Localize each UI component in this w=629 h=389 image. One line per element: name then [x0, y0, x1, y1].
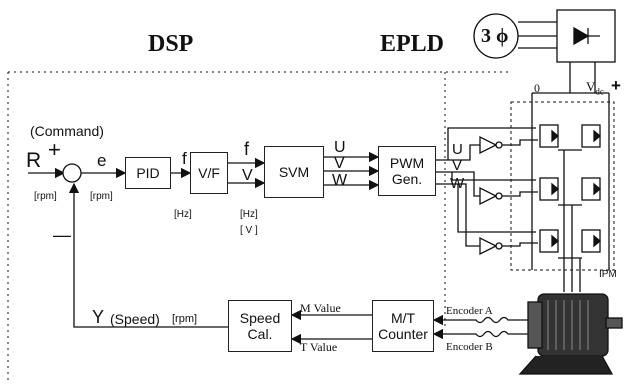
ipm-border — [510, 101, 615, 271]
speed-unit: [rpm] — [172, 313, 198, 325]
vdc-plus: + — [611, 76, 621, 95]
speed-label: (Speed) — [110, 311, 160, 327]
gate-driver-1 — [479, 135, 498, 155]
f-unit-2: [Hz] — [240, 209, 258, 220]
encoder-a-label: Encoder A — [446, 305, 493, 317]
three-phase-source — [473, 13, 519, 59]
w-out-signal: W — [450, 175, 465, 192]
pid-block: PID — [125, 157, 171, 189]
encoder-b-label: Encoder B — [446, 341, 493, 353]
pwm-u-top — [447, 127, 536, 160]
encoder-b-line — [432, 328, 528, 340]
summing-junction — [62, 163, 82, 183]
e-label: e — [97, 151, 107, 170]
plus-sign: + — [48, 137, 61, 162]
v-unit-2: [ V ] — [240, 225, 258, 236]
speed-feedback-line — [68, 182, 228, 328]
encoder-a-line — [432, 314, 528, 326]
r-label: R — [26, 149, 42, 172]
f-signal-2: f — [244, 139, 250, 159]
pwm-w-out — [436, 183, 480, 247]
pwm-v-out — [436, 171, 480, 197]
diode-icon — [573, 26, 600, 46]
vdc-label: Vdc — [586, 79, 604, 97]
pwm-v-top — [451, 172, 536, 181]
v-signal: V — [334, 155, 345, 172]
u-signal: U — [334, 139, 346, 156]
epld-label: EPLD — [380, 31, 445, 57]
motor-base — [518, 355, 614, 375]
w-signal: W — [332, 172, 348, 189]
f-unit-1: [Hz] — [174, 209, 192, 220]
dsp-label: DSP — [148, 31, 194, 57]
f-signal-1: f — [182, 149, 187, 168]
minus-sign: — — [53, 225, 71, 245]
v-signal-2: V — [242, 167, 253, 184]
ipm-label: IPM — [599, 269, 617, 280]
vf-block: V/F — [190, 152, 228, 194]
three-phase-label: 3 ϕ — [481, 25, 509, 47]
pwm-u-out — [436, 144, 480, 161]
v-out-signal: V — [452, 157, 463, 174]
igbt-switches — [539, 124, 602, 253]
t-value-label: T Value — [300, 340, 338, 354]
m-value-label: M Value — [300, 301, 341, 315]
dsp-region-border — [7, 71, 512, 382]
zero-label: 0 — [534, 81, 540, 95]
svm-block: SVM — [264, 146, 324, 198]
command-label: (Command) — [30, 123, 104, 139]
y-label: Y — [92, 307, 105, 327]
e-unit: [rpm] — [90, 191, 113, 202]
gate-driver-2 — [479, 186, 498, 206]
pwm-w-top — [457, 184, 536, 233]
gate-driver-3 — [479, 236, 498, 256]
r-unit: [rpm] — [34, 191, 57, 202]
u-out-signal: U — [452, 141, 463, 158]
